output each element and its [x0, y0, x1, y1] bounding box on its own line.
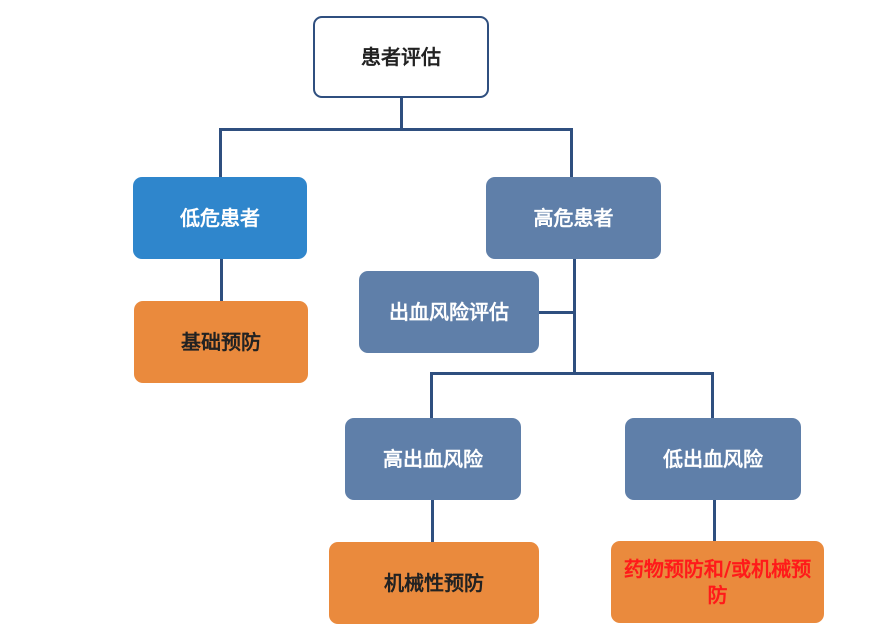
node-low-risk-patient: 低危患者 — [133, 177, 307, 259]
node-label: 患者评估 — [361, 45, 441, 69]
connector-to-low — [219, 128, 222, 177]
node-label: 高出血风险 — [383, 447, 483, 471]
node-patient-assessment: 患者评估 — [313, 16, 489, 98]
node-bleeding-risk-assessment: 出血风险评估 — [359, 271, 539, 353]
node-high-risk-patient: 高危患者 — [486, 177, 661, 259]
node-label: 低出血风险 — [663, 447, 763, 471]
connector-high-bleeding-to-mechanical — [431, 500, 434, 542]
node-low-bleeding-risk: 低出血风险 — [625, 418, 801, 500]
connector-low-bleeding-to-drug — [713, 500, 716, 541]
connector-top-horizontal — [219, 128, 573, 131]
node-label: 基础预防 — [181, 330, 261, 354]
node-label: 出血风险评估 — [389, 300, 509, 324]
node-drug-and-or-mechanical-prevention: 药物预防和/或机械预防 — [611, 541, 824, 623]
connector-bottom-horizontal — [430, 372, 714, 375]
connector-low-to-basic — [220, 259, 223, 301]
node-high-bleeding-risk: 高出血风险 — [345, 418, 521, 500]
node-basic-prevention: 基础预防 — [134, 301, 308, 383]
connector-to-high-bleeding — [430, 372, 433, 418]
node-label: 高危患者 — [533, 206, 614, 230]
node-label: 药物预防和/或机械预防 — [623, 557, 812, 607]
connector-root-down — [400, 98, 403, 130]
node-mechanical-prevention: 机械性预防 — [329, 542, 539, 624]
node-label: 低危患者 — [180, 206, 260, 230]
connector-to-high — [570, 128, 573, 177]
node-label: 机械性预防 — [384, 571, 484, 595]
connector-to-low-bleeding — [711, 372, 714, 418]
connector-to-bleeding-assessment — [539, 311, 576, 314]
connector-high-trunk — [573, 259, 576, 374]
